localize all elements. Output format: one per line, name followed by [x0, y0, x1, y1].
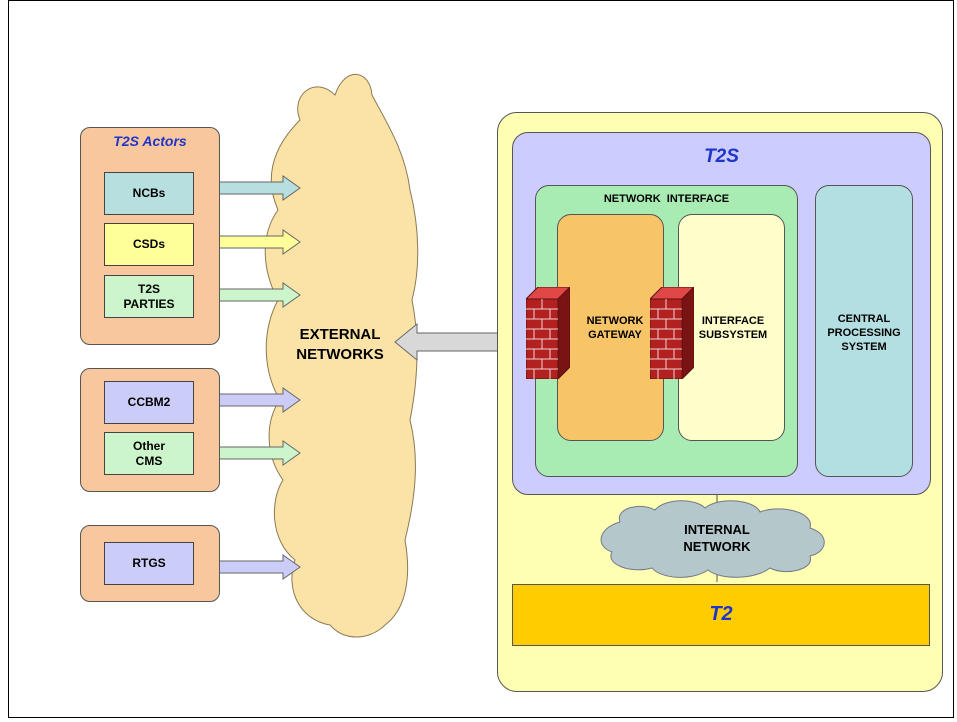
t2-bar — [512, 584, 930, 646]
external-networks-label: EXTERNAL NETWORKS — [296, 326, 384, 363]
interface-subsystem-label: INTERFACE SUBSYSTEM — [698, 315, 768, 341]
cloud-icon — [600, 500, 825, 578]
t2-title: T2 — [709, 603, 733, 625]
interface-subsystem-box — [678, 214, 785, 441]
central-processing-system-box — [815, 185, 913, 477]
network-gateway-box — [557, 214, 664, 441]
external-networks-cloud — [264, 73, 419, 638]
network-gateway-label: NETWORK GATEWAY — [586, 315, 644, 341]
other-cms-box: Other CMS — [104, 432, 194, 475]
ncbs-box: NCBs — [104, 172, 194, 215]
t2s-parties-box: T2S PARTIES — [104, 275, 194, 318]
csds-box: CSDs — [104, 223, 194, 266]
firewall-icon — [650, 287, 694, 379]
actors-title: T2S Actors — [113, 133, 187, 149]
network-interface-title: NETWORK INTERFACE — [603, 193, 730, 205]
rtgs-box: RTGS — [104, 542, 194, 585]
internal-network-label: INTERNAL NETWORK — [683, 522, 751, 554]
t2s-title: T2S — [704, 146, 739, 167]
internal-network-connectors — [600, 495, 825, 582]
central-processing-system-label: CENTRAL PROCESSING SYSTEM — [827, 313, 901, 353]
ccbm2-box: CCBM2 — [104, 381, 194, 424]
firewall-icon — [526, 287, 570, 379]
